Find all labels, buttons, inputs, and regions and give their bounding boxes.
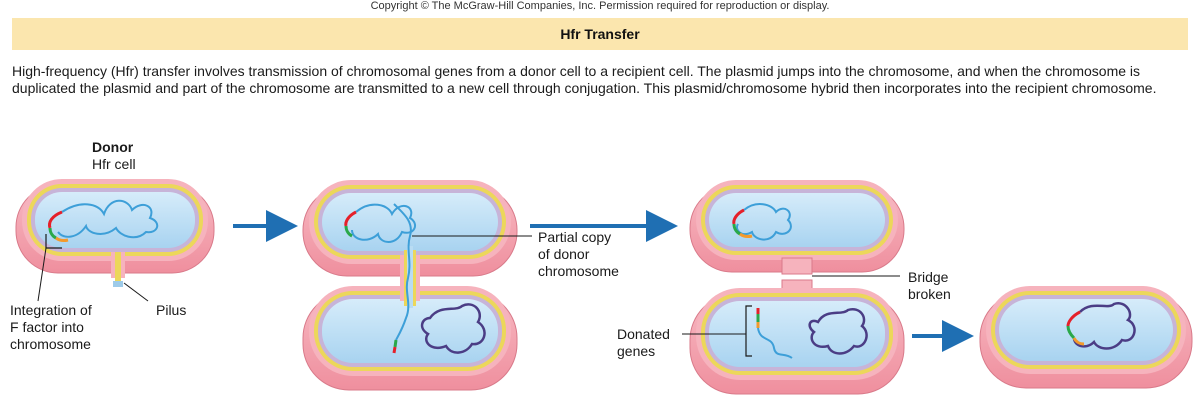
donor-label: Donor	[92, 139, 134, 155]
gene-red	[392, 346, 397, 354]
gene-orange	[55, 236, 69, 243]
pilus-tip	[113, 281, 123, 287]
cytoplasm	[709, 301, 885, 367]
bridge-stub-top	[781, 257, 813, 275]
gene-green	[344, 225, 353, 238]
bridge-lumen	[407, 246, 413, 308]
integration-label-line2: F factor into	[10, 319, 84, 335]
gene-red	[48, 210, 63, 229]
donor-chromosome	[57, 199, 159, 239]
donated-genes-label-line1: Donated	[617, 326, 670, 342]
pilus-core	[115, 252, 121, 284]
title-bar: Hfr Transfer	[12, 18, 1188, 50]
hfr-cell-label: Hfr cell	[92, 156, 136, 172]
donor-chromosome	[351, 203, 417, 243]
gene-green	[393, 339, 398, 348]
donor-cell	[15, 179, 215, 287]
gene-orange	[1072, 337, 1085, 346]
gene-red	[1066, 310, 1081, 327]
partial-copy-label-line2: of donor	[538, 246, 590, 262]
partial-copy-label-line3: chromosome	[538, 263, 619, 279]
figure-title: Hfr Transfer	[560, 26, 640, 42]
donor-chromosome	[736, 203, 792, 241]
donated-genes-bracket	[745, 305, 752, 357]
copyright-notice: Copyright © The McGraw-Hill Companies, I…	[370, 0, 830, 12]
gene-green	[732, 223, 741, 236]
integration-label-line1: Integration of	[10, 302, 92, 318]
pilus-leader	[123, 282, 149, 302]
recipient-cell-with-donated-genes	[689, 288, 905, 395]
cytoplasm	[322, 299, 498, 363]
donated-genes-label-line2: genes	[617, 343, 655, 359]
gene-red	[732, 208, 745, 225]
conjugating-recipient-cell	[302, 286, 518, 391]
gene-orange	[739, 232, 753, 239]
recombinant-recipient-cell	[979, 286, 1193, 389]
recipient-chromosome	[808, 307, 868, 355]
integration-leader	[37, 247, 47, 302]
pilus-label: Pilus	[156, 302, 186, 318]
gene-green	[1066, 325, 1076, 340]
partial-copy-strand	[393, 203, 412, 341]
bridge-broken-label-line2: broken	[908, 286, 951, 302]
description-text: High-frequency (Hfr) transfer involves t…	[12, 63, 1157, 96]
integration-label-line3: chromosome	[10, 336, 91, 352]
donated-strand	[757, 327, 793, 359]
partial-copy-label-line1: Partial copy	[538, 229, 611, 245]
recombinant-chromosome	[1072, 302, 1136, 350]
recipient-chromosome	[420, 303, 486, 354]
gene-red	[344, 210, 357, 227]
separated-donor-cell	[689, 180, 905, 273]
gene-green	[48, 227, 57, 240]
bridge-broken-label-line1: Bridge	[908, 269, 949, 285]
